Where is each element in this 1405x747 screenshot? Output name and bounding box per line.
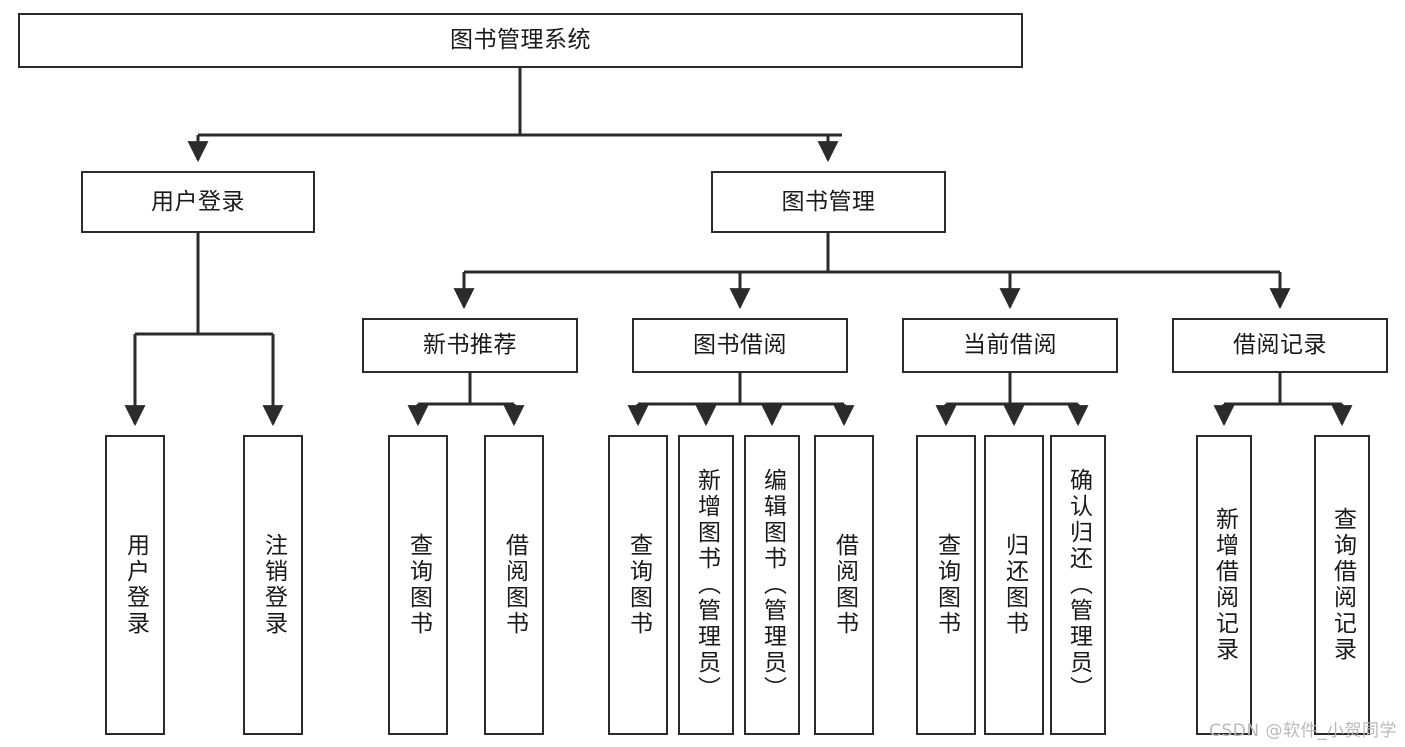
node-label-borrow-record: 借阅记录 — [1233, 332, 1327, 359]
node-leaf-return-book[interactable]: 归还图书 — [984, 435, 1044, 735]
node-leaf-borrow-book-2[interactable]: 借阅图书 — [814, 435, 874, 735]
node-book-borrow[interactable]: 图书借阅 — [632, 318, 848, 373]
node-leaf-user-logout[interactable]: 注销登录 — [243, 435, 303, 735]
node-label-leaf-query-book-2: 查询图书 — [625, 533, 652, 637]
connector-currentborrow-to-leaves — [935, 373, 1089, 427]
connector-root-to-level2 — [187, 68, 842, 163]
node-label-current-borrow: 当前借阅 — [963, 332, 1057, 359]
node-label-leaf-query-borrow-record: 查询借阅记录 — [1329, 507, 1356, 663]
node-leaf-borrow-book-1[interactable]: 借阅图书 — [484, 435, 544, 735]
node-root[interactable]: 图书管理系统 — [18, 13, 1023, 68]
node-label-leaf-borrow-book-1: 借阅图书 — [501, 533, 528, 637]
node-label-new-book-recommend: 新书推荐 — [423, 332, 517, 359]
node-leaf-confirm-return-admin[interactable]: 确认归还（管理员） — [1050, 435, 1106, 735]
node-leaf-query-book-1[interactable]: 查询图书 — [388, 435, 448, 735]
node-new-book-recommend[interactable]: 新书推荐 — [362, 318, 578, 373]
node-label-book-management: 图书管理 — [781, 188, 876, 215]
node-book-management[interactable]: 图书管理 — [711, 171, 946, 233]
node-current-borrow[interactable]: 当前借阅 — [902, 318, 1118, 373]
node-label-leaf-add-borrow-record: 新增借阅记录 — [1211, 507, 1238, 663]
node-leaf-edit-book-admin[interactable]: 编辑图书（管理员） — [744, 435, 800, 735]
node-label-leaf-user-logout: 注销登录 — [260, 533, 287, 637]
node-label-leaf-user-login: 用户登录 — [122, 533, 149, 637]
node-leaf-query-borrow-record[interactable]: 查询借阅记录 — [1314, 435, 1370, 735]
node-label-root: 图书管理系统 — [450, 27, 591, 54]
node-label-user-login: 用户登录 — [151, 188, 245, 215]
node-label-leaf-confirm-return-admin: 确认归还（管理员） — [1065, 468, 1092, 702]
node-leaf-add-borrow-record[interactable]: 新增借阅记录 — [1196, 435, 1252, 735]
connector-newbook-to-leaves — [407, 373, 525, 427]
node-label-leaf-query-book-3: 查询图书 — [933, 533, 960, 637]
node-label-leaf-borrow-book-2: 借阅图书 — [831, 533, 858, 637]
connector-bookborrow-to-leaves — [627, 373, 855, 427]
node-user-login[interactable]: 用户登录 — [81, 171, 315, 233]
node-leaf-query-book-2[interactable]: 查询图书 — [608, 435, 668, 735]
node-label-leaf-edit-book-admin: 编辑图书（管理员） — [759, 468, 786, 702]
connector-userlogin-to-leaves — [124, 233, 284, 427]
node-label-leaf-return-book: 归还图书 — [1001, 533, 1028, 637]
node-leaf-query-book-3[interactable]: 查询图书 — [916, 435, 976, 735]
connector-bookmgmt-to-level3 — [453, 233, 1291, 310]
node-borrow-record[interactable]: 借阅记录 — [1172, 318, 1388, 373]
node-label-book-borrow: 图书借阅 — [693, 332, 787, 359]
node-leaf-user-login[interactable]: 用户登录 — [105, 435, 165, 735]
connector-borrowrecord-to-leaves — [1213, 373, 1353, 427]
node-label-leaf-add-book-admin: 新增图书（管理员） — [693, 468, 720, 702]
node-label-leaf-query-book-1: 查询图书 — [405, 533, 432, 637]
node-leaf-add-book-admin[interactable]: 新增图书（管理员） — [678, 435, 734, 735]
